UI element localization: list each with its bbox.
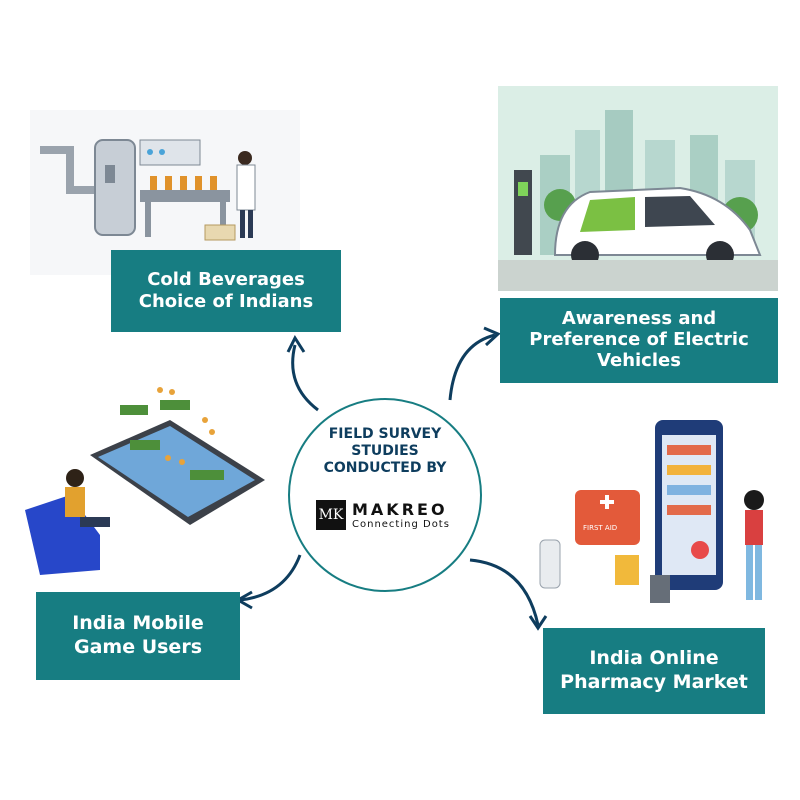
center-title-line-1: FIELD SURVEY bbox=[328, 426, 442, 442]
makreo-logo-mark: MK bbox=[316, 500, 346, 530]
study-electric-vehicles: Awareness and Preference of Electric Veh… bbox=[500, 298, 778, 383]
center-title: FIELD SURVEY STUDIES CONDUCTED BY bbox=[290, 426, 480, 476]
center-title-line-3: CONDUCTED BY bbox=[323, 459, 447, 476]
study-cold-beverages-line-1: Cold Beverages bbox=[147, 268, 305, 290]
makreo-logo: MK MAKREO Connecting Dots bbox=[316, 500, 450, 530]
arrow-to-online-pharmacy bbox=[469, 558, 540, 626]
pharmacy-illustration: FIRST AID bbox=[539, 420, 764, 603]
study-mobile-game-users-line-1: India Mobile bbox=[72, 612, 204, 635]
study-mobile-game-users-line-2: Game Users bbox=[73, 636, 203, 658]
study-cold-beverages: Cold Beverages Choice of Indians bbox=[111, 250, 341, 332]
first-aid-label: FIRST AID bbox=[583, 524, 617, 532]
study-cold-beverages-line-2: Choice of Indians bbox=[138, 291, 314, 312]
study-online-pharmacy-line-2: Pharmacy Market bbox=[560, 671, 748, 693]
mobile-game-illustration bbox=[25, 387, 265, 575]
study-online-pharmacy-line-1: India Online bbox=[589, 647, 719, 670]
center-title-line-2: STUDIES bbox=[351, 442, 419, 459]
beverage-factory-illustration bbox=[30, 110, 300, 275]
electric-vehicle-illustration bbox=[498, 86, 778, 291]
study-electric-vehicles-line-1: Awareness and bbox=[561, 308, 717, 330]
arrow-to-electric-vehicles bbox=[448, 333, 496, 401]
center-circle: FIELD SURVEY STUDIES CONDUCTED BY MK MAK… bbox=[288, 398, 482, 592]
study-electric-vehicles-line-3: Vehicles bbox=[597, 349, 681, 371]
arrow-to-cold-beverages bbox=[291, 344, 319, 412]
arrow-to-mobile-game bbox=[239, 554, 302, 602]
makreo-logo-name: MAKREO bbox=[352, 500, 448, 519]
study-online-pharmacy: India Online Pharmacy Market bbox=[543, 628, 765, 714]
study-mobile-game-users: India Mobile Game Users bbox=[36, 592, 240, 680]
study-electric-vehicles-line-2: Preference of Electric bbox=[529, 329, 749, 351]
makreo-logo-tagline: Connecting Dots bbox=[352, 519, 450, 530]
